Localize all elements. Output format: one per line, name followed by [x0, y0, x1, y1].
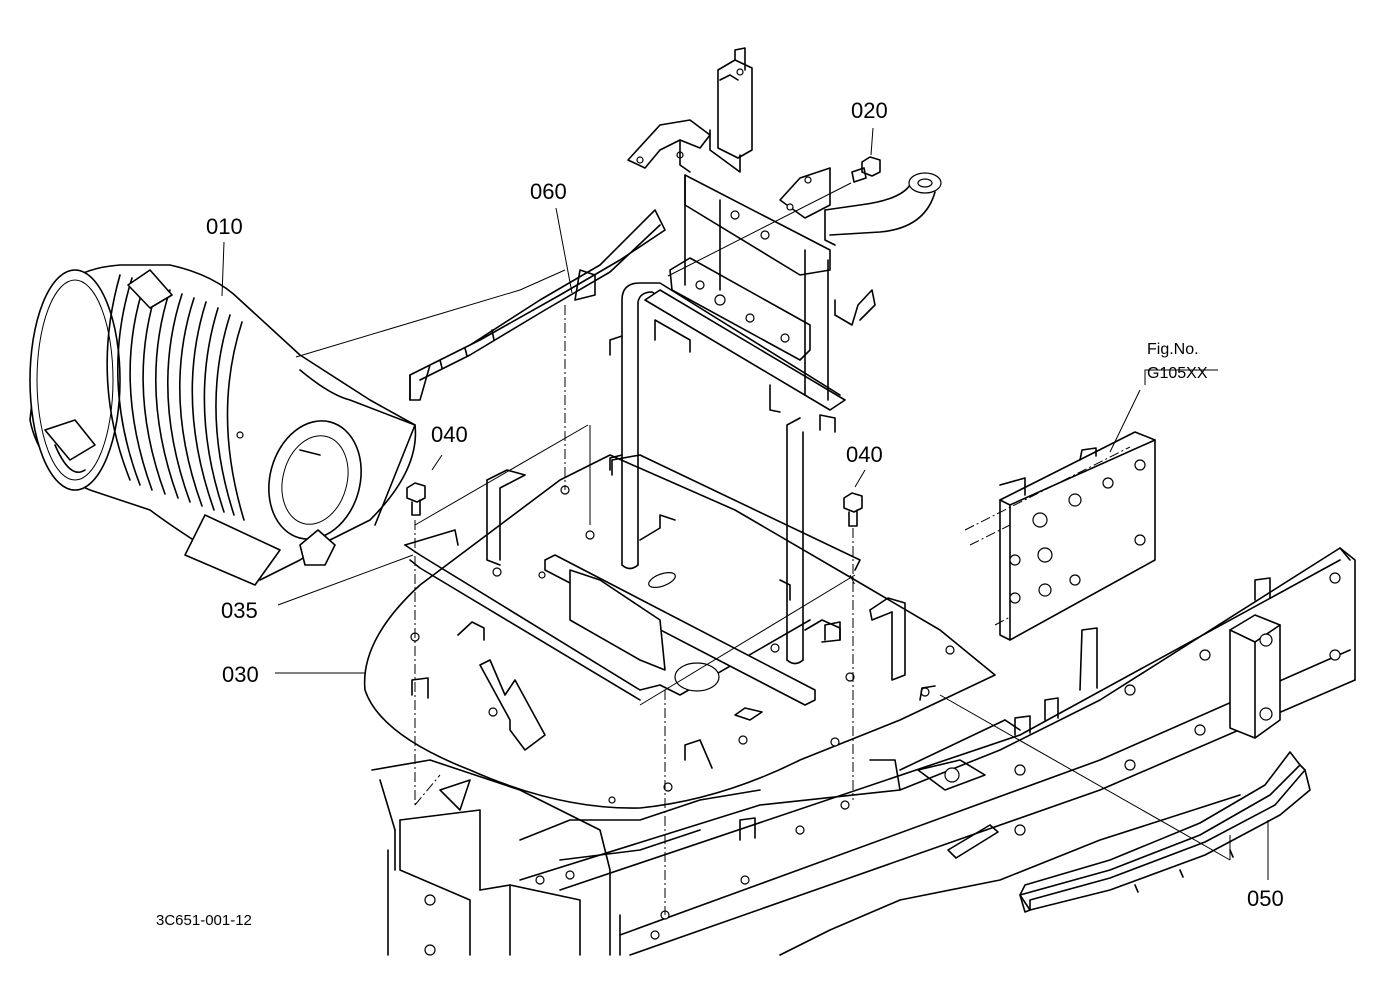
- callout-035: 035: [221, 598, 258, 623]
- callout-050: 050: [1247, 886, 1284, 911]
- callout-060: 060: [530, 179, 567, 204]
- figure-ref-number: G105XX: [1147, 365, 1208, 382]
- part-010-air-cleaner: [29, 264, 417, 586]
- part-060-side-cover: [409, 209, 666, 401]
- part-040-bolt-left: [406, 482, 426, 516]
- drawing-code: 3C651-001-12: [156, 912, 252, 929]
- alignment-lines: [414, 305, 856, 915]
- figure-ref-label: Fig.No.: [1147, 341, 1199, 358]
- side-panel-ref-figure: [964, 431, 1156, 641]
- lower-frame: [371, 547, 1356, 956]
- seat-frame: [609, 47, 942, 665]
- leader-lines: [221, 127, 1269, 880]
- part-020-bolt: [851, 156, 881, 183]
- callout-040-left: 040: [431, 422, 468, 447]
- callout-labels: 010 020 060 040 040 035 030 050 Fig.No. …: [156, 98, 1284, 929]
- callout-020: 020: [851, 98, 888, 123]
- part-040-bolt-right: [843, 492, 863, 527]
- callout-010: 010: [206, 214, 243, 239]
- part-050-front-bar: [1019, 751, 1311, 913]
- callout-030: 030: [222, 662, 259, 687]
- part-030-floor-plate: [363, 454, 996, 809]
- callout-040-right: 040: [846, 442, 883, 467]
